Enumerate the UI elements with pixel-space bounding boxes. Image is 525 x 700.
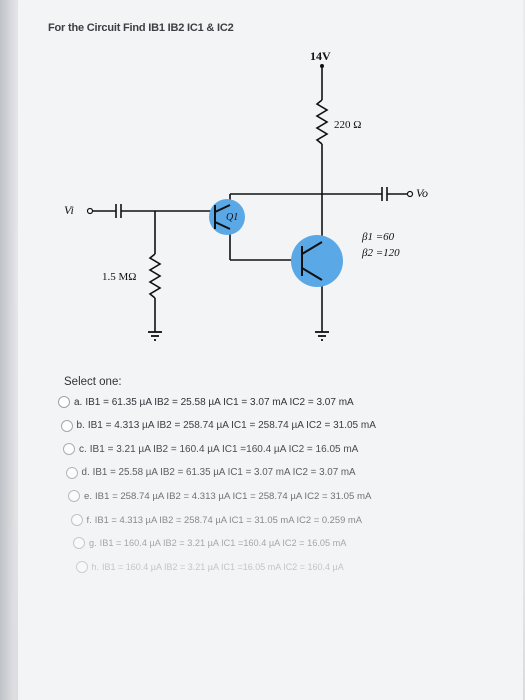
option-text: IB1 = 258.74 µA IB2 = 4.313 µA IC1 = 258… bbox=[95, 490, 372, 502]
option-text: IB1 = 160.4 µA IB2 = 3.21 µA IC1 =16.05 … bbox=[102, 561, 344, 572]
radio-button[interactable] bbox=[63, 443, 75, 455]
radio-button[interactable] bbox=[58, 396, 70, 408]
option-text: IB1 = 160.4 µA IB2 = 3.21 µA IC1 =160.4 … bbox=[99, 538, 347, 548]
option-letter: e. bbox=[84, 490, 93, 502]
radio-button[interactable] bbox=[73, 537, 85, 549]
answer-option-e[interactable]: e.IB1 = 258.74 µA IB2 = 4.313 µA IC1 = 2… bbox=[68, 490, 371, 502]
base-resistor bbox=[148, 253, 162, 299]
option-letter: g. bbox=[89, 538, 97, 548]
option-letter: b. bbox=[76, 420, 85, 431]
radio-button[interactable] bbox=[65, 466, 78, 479]
option-text: IB1 = 3.21 µA IB2 = 160.4 µA IC1 =160.4 … bbox=[89, 443, 359, 455]
answer-option-h[interactable]: h.IB1 = 160.4 µA IB2 = 3.21 µA IC1 =16.0… bbox=[75, 560, 344, 573]
option-letter: c. bbox=[79, 443, 87, 455]
vi-label: Vi bbox=[64, 203, 74, 217]
option-letter: a. bbox=[74, 396, 83, 408]
rb-label: 1.5 MΩ bbox=[102, 271, 136, 283]
q2-transistor bbox=[291, 235, 343, 287]
question-page bbox=[18, 0, 523, 700]
beta2-label: β2 =120 bbox=[361, 247, 400, 259]
q1-label: Q1 bbox=[226, 212, 238, 223]
input-terminal bbox=[86, 207, 94, 215]
answer-option-d[interactable]: d.IB1 = 25.58 µA IB2 = 61.35 µA IC1 = 3.… bbox=[65, 466, 356, 479]
answer-option-f[interactable]: f.IB1 = 4.313 µA IB2 = 258.74 µA IC1 = 3… bbox=[70, 513, 362, 526]
option-text: IB1 = 25.58 µA IB2 = 61.35 µA IC1 = 3.07… bbox=[92, 467, 356, 478]
radio-button[interactable] bbox=[75, 560, 88, 573]
radio-button[interactable] bbox=[70, 513, 83, 526]
radio-button[interactable] bbox=[68, 490, 80, 502]
answer-option-b[interactable]: b.IB1 = 4.313 µA IB2 = 258.74 µA IC1 = 2… bbox=[60, 419, 376, 432]
question-title: For the Circuit Find IB1 IB2 IC1 & IC2 bbox=[48, 22, 234, 34]
option-letter: h. bbox=[91, 561, 100, 572]
output-terminal bbox=[406, 190, 414, 198]
option-letter: d. bbox=[81, 467, 90, 478]
vo-label: Vo bbox=[416, 186, 428, 200]
circuit-diagram: 14V 220 Ω 1.5 MΩ Vi Vo Q1 β1 =60 β2 =120 bbox=[64, 49, 428, 341]
option-letter: f. bbox=[86, 514, 92, 525]
rc-label: 220 Ω bbox=[334, 119, 361, 131]
supply-label: 14V bbox=[310, 49, 331, 63]
answer-option-c[interactable]: c.IB1 = 3.21 µA IB2 = 160.4 µA IC1 =160.… bbox=[63, 443, 358, 455]
radio-button[interactable] bbox=[60, 419, 73, 432]
collector-resistor bbox=[315, 99, 329, 145]
q1-transistor bbox=[209, 199, 245, 235]
answer-option-g[interactable]: g.IB1 = 160.4 µA IB2 = 3.21 µA IC1 =160.… bbox=[73, 537, 346, 549]
page-edge-shadow bbox=[0, 0, 22, 700]
beta1-label: β1 =60 bbox=[361, 231, 395, 243]
option-text: IB1 = 4.313 µA IB2 = 258.74 µA IC1 = 31.… bbox=[94, 514, 362, 525]
option-text: IB1 = 61.35 µA IB2 = 25.58 µA IC1 = 3.07… bbox=[85, 396, 354, 408]
supply-terminal bbox=[320, 64, 324, 68]
answer-option-a[interactable]: a.IB1 = 61.35 µA IB2 = 25.58 µA IC1 = 3.… bbox=[58, 396, 354, 408]
option-text: IB1 = 4.313 µA IB2 = 258.74 µA IC1 = 258… bbox=[87, 420, 376, 431]
select-one-prompt: Select one: bbox=[64, 376, 122, 388]
